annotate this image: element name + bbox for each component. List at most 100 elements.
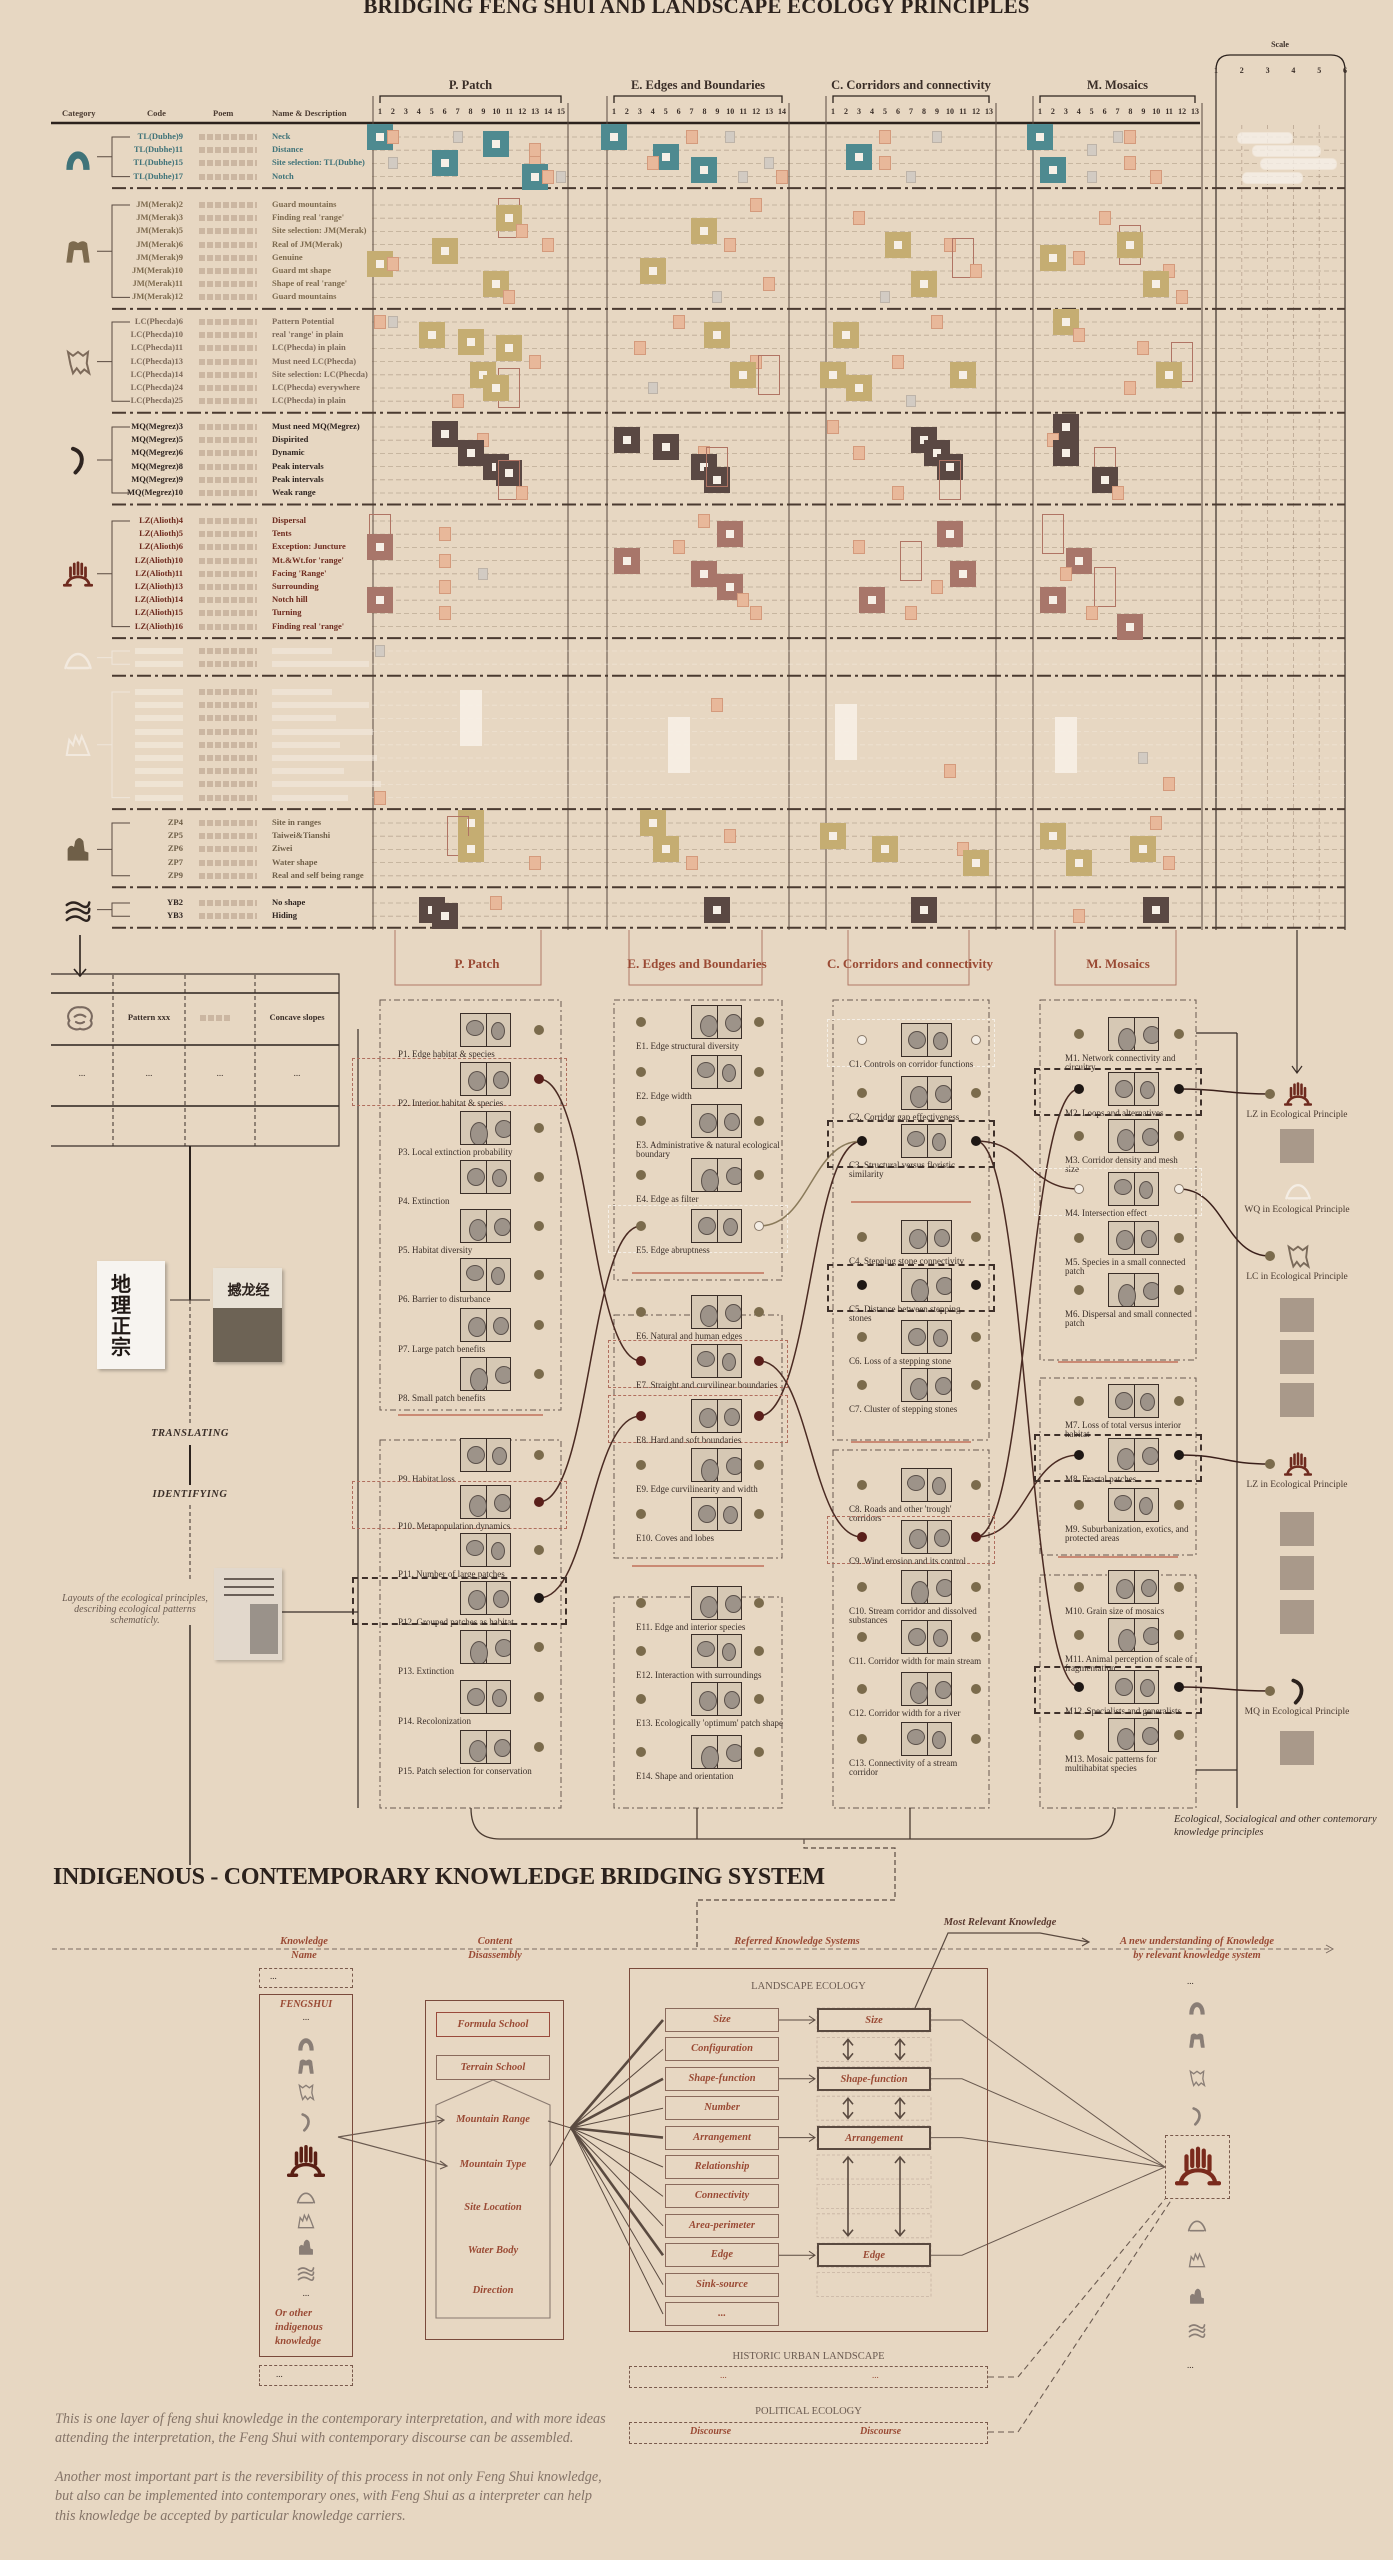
connector-dot[interactable] [1074, 1450, 1084, 1460]
connector-dot[interactable] [754, 1598, 764, 1608]
eco-principle-dot[interactable] [1265, 1459, 1275, 1469]
connector-dot[interactable] [1074, 1500, 1084, 1510]
connector-dot[interactable] [754, 1460, 764, 1470]
diagram-thumbnail-p13[interactable] [460, 1630, 511, 1664]
relevant-concept-box[interactable]: Arrangement [817, 2125, 931, 2150]
connector-dot[interactable] [971, 1035, 981, 1045]
connector-dot[interactable] [857, 1332, 867, 1342]
concept-box[interactable]: Arrangement [665, 2125, 779, 2150]
connector-dot[interactable] [636, 1356, 646, 1366]
connector-dot[interactable] [754, 1116, 764, 1126]
connector-dot[interactable] [1174, 1029, 1184, 1039]
diagram-thumbnail-m12[interactable] [1108, 1670, 1159, 1704]
connector-dot[interactable] [857, 1232, 867, 1242]
diagram-thumbnail-p14[interactable] [460, 1680, 511, 1714]
diagram-thumbnail-e3[interactable] [691, 1104, 742, 1138]
diagram-thumbnail-m5[interactable] [1108, 1221, 1159, 1255]
connector-dot[interactable] [754, 1356, 764, 1366]
connector-dot[interactable] [754, 1221, 764, 1231]
concept-box[interactable]: Area-perimeter [665, 2213, 779, 2238]
diagram-thumbnail-m8[interactable] [1108, 1438, 1159, 1472]
connector-dot[interactable] [971, 1380, 981, 1390]
connector-dot[interactable] [534, 1025, 544, 1035]
diagram-thumbnail-m6[interactable] [1108, 1273, 1159, 1307]
diagram-thumbnail-c4[interactable] [901, 1220, 952, 1254]
connector-dot[interactable] [636, 1694, 646, 1704]
connector-dot[interactable] [636, 1747, 646, 1757]
connector-dot[interactable] [534, 1123, 544, 1133]
connector-dot[interactable] [534, 1593, 544, 1603]
connector-dot[interactable] [534, 1320, 544, 1330]
diagram-thumbnail-m2[interactable] [1108, 1072, 1159, 1106]
diagram-thumbnail-c2[interactable] [901, 1076, 952, 1110]
diagram-thumbnail-c13[interactable] [901, 1722, 952, 1756]
diagram-thumbnail-c5[interactable] [901, 1268, 952, 1302]
connector-dot[interactable] [534, 1074, 544, 1084]
connector-dot[interactable] [971, 1532, 981, 1542]
diagram-thumbnail-c9[interactable] [901, 1520, 952, 1554]
connector-dot[interactable] [857, 1136, 867, 1146]
connector-dot[interactable] [857, 1532, 867, 1542]
connector-dot[interactable] [1174, 1682, 1184, 1692]
connector-dot[interactable] [1174, 1233, 1184, 1243]
connector-dot[interactable] [534, 1545, 544, 1555]
connector-dot[interactable] [754, 1411, 764, 1421]
connector-dot[interactable] [1174, 1730, 1184, 1740]
diagram-thumbnail-p6[interactable] [460, 1258, 511, 1292]
concept-box[interactable]: Number [665, 2096, 779, 2121]
diagram-thumbnail-p5[interactable] [460, 1209, 511, 1243]
connector-dot[interactable] [1174, 1184, 1184, 1194]
concept-box[interactable]: Shape-function [665, 2066, 779, 2091]
connector-dot[interactable] [857, 1734, 867, 1744]
diagram-thumbnail-m11[interactable] [1108, 1618, 1159, 1652]
connector-dot[interactable] [1174, 1500, 1184, 1510]
connector-dot[interactable] [636, 1017, 646, 1027]
connector-dot[interactable] [754, 1509, 764, 1519]
diagram-thumbnail-c1[interactable] [901, 1023, 952, 1057]
school-box-1[interactable]: Terrain School [436, 2055, 550, 2080]
connector-dot[interactable] [636, 1221, 646, 1231]
diagram-thumbnail-p12[interactable] [460, 1581, 511, 1615]
diagram-thumbnail-p8[interactable] [460, 1357, 511, 1391]
connector-dot[interactable] [971, 1136, 981, 1146]
connector-dot[interactable] [636, 1460, 646, 1470]
connector-dot[interactable] [534, 1172, 544, 1182]
connector-dot[interactable] [534, 1497, 544, 1507]
connector-dot[interactable] [636, 1116, 646, 1126]
diagram-thumbnail-p4[interactable] [460, 1160, 511, 1194]
connector-dot[interactable] [1074, 1630, 1084, 1640]
connector-dot[interactable] [1074, 1285, 1084, 1295]
connector-dot[interactable] [857, 1280, 867, 1290]
diagram-thumbnail-e9[interactable] [691, 1448, 742, 1482]
connector-dot[interactable] [1174, 1084, 1184, 1094]
connector-dot[interactable] [754, 1646, 764, 1656]
concept-box[interactable]: Size [665, 2008, 779, 2032]
connector-dot[interactable] [636, 1067, 646, 1077]
connector-dot[interactable] [857, 1582, 867, 1592]
diagram-thumbnail-p2[interactable] [460, 1062, 511, 1096]
connector-dot[interactable] [636, 1598, 646, 1608]
eco-principle-dot[interactable] [1265, 1686, 1275, 1696]
diagram-thumbnail-e11[interactable] [691, 1586, 742, 1620]
connector-dot[interactable] [1174, 1396, 1184, 1406]
connector-dot[interactable] [534, 1450, 544, 1460]
diagram-thumbnail-c7[interactable] [901, 1368, 952, 1402]
diagram-thumbnail-e7[interactable] [691, 1344, 742, 1378]
connector-dot[interactable] [971, 1684, 981, 1694]
diagram-thumbnail-m9[interactable] [1108, 1488, 1159, 1522]
connector-dot[interactable] [971, 1480, 981, 1490]
connector-dot[interactable] [857, 1480, 867, 1490]
diagram-thumbnail-p10[interactable] [460, 1485, 511, 1519]
diagram-thumbnail-e1[interactable] [691, 1005, 742, 1039]
connector-dot[interactable] [1074, 1029, 1084, 1039]
diagram-thumbnail-m7[interactable] [1108, 1384, 1159, 1418]
connector-dot[interactable] [1074, 1184, 1084, 1194]
connector-dot[interactable] [534, 1742, 544, 1752]
diagram-thumbnail-c8[interactable] [901, 1468, 952, 1502]
diagram-thumbnail-e5[interactable] [691, 1209, 742, 1243]
eco-principle-dot[interactable] [1265, 1251, 1275, 1261]
diagram-thumbnail-e14[interactable] [691, 1735, 742, 1769]
diagram-thumbnail-c6[interactable] [901, 1320, 952, 1354]
diagram-thumbnail-m10[interactable] [1108, 1570, 1159, 1604]
connector-dot[interactable] [1074, 1396, 1084, 1406]
